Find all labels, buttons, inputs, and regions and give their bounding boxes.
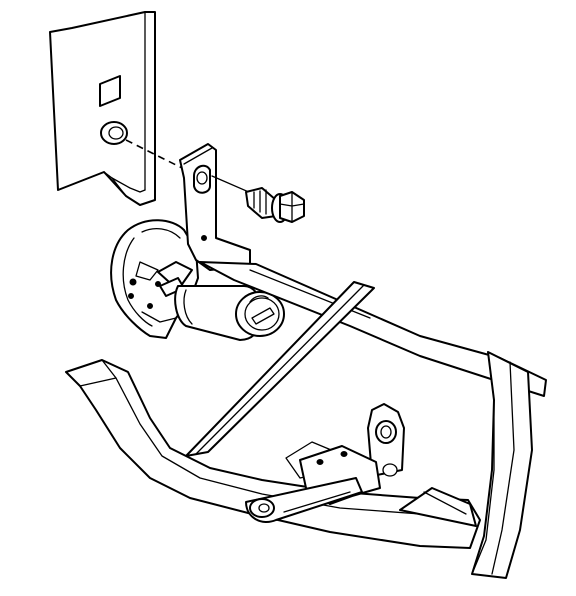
bumper-frame	[65, 261, 547, 579]
lamp-socket-assembly	[110, 219, 285, 341]
hex-flange-bolt	[245, 187, 305, 223]
square-slot	[99, 75, 121, 107]
lamp-socket-bracket	[179, 143, 251, 271]
mounting-panel	[49, 11, 156, 206]
lower-mounting-bracket	[245, 403, 405, 523]
bracket-rivet	[201, 235, 207, 241]
mounting-hole	[100, 121, 128, 145]
